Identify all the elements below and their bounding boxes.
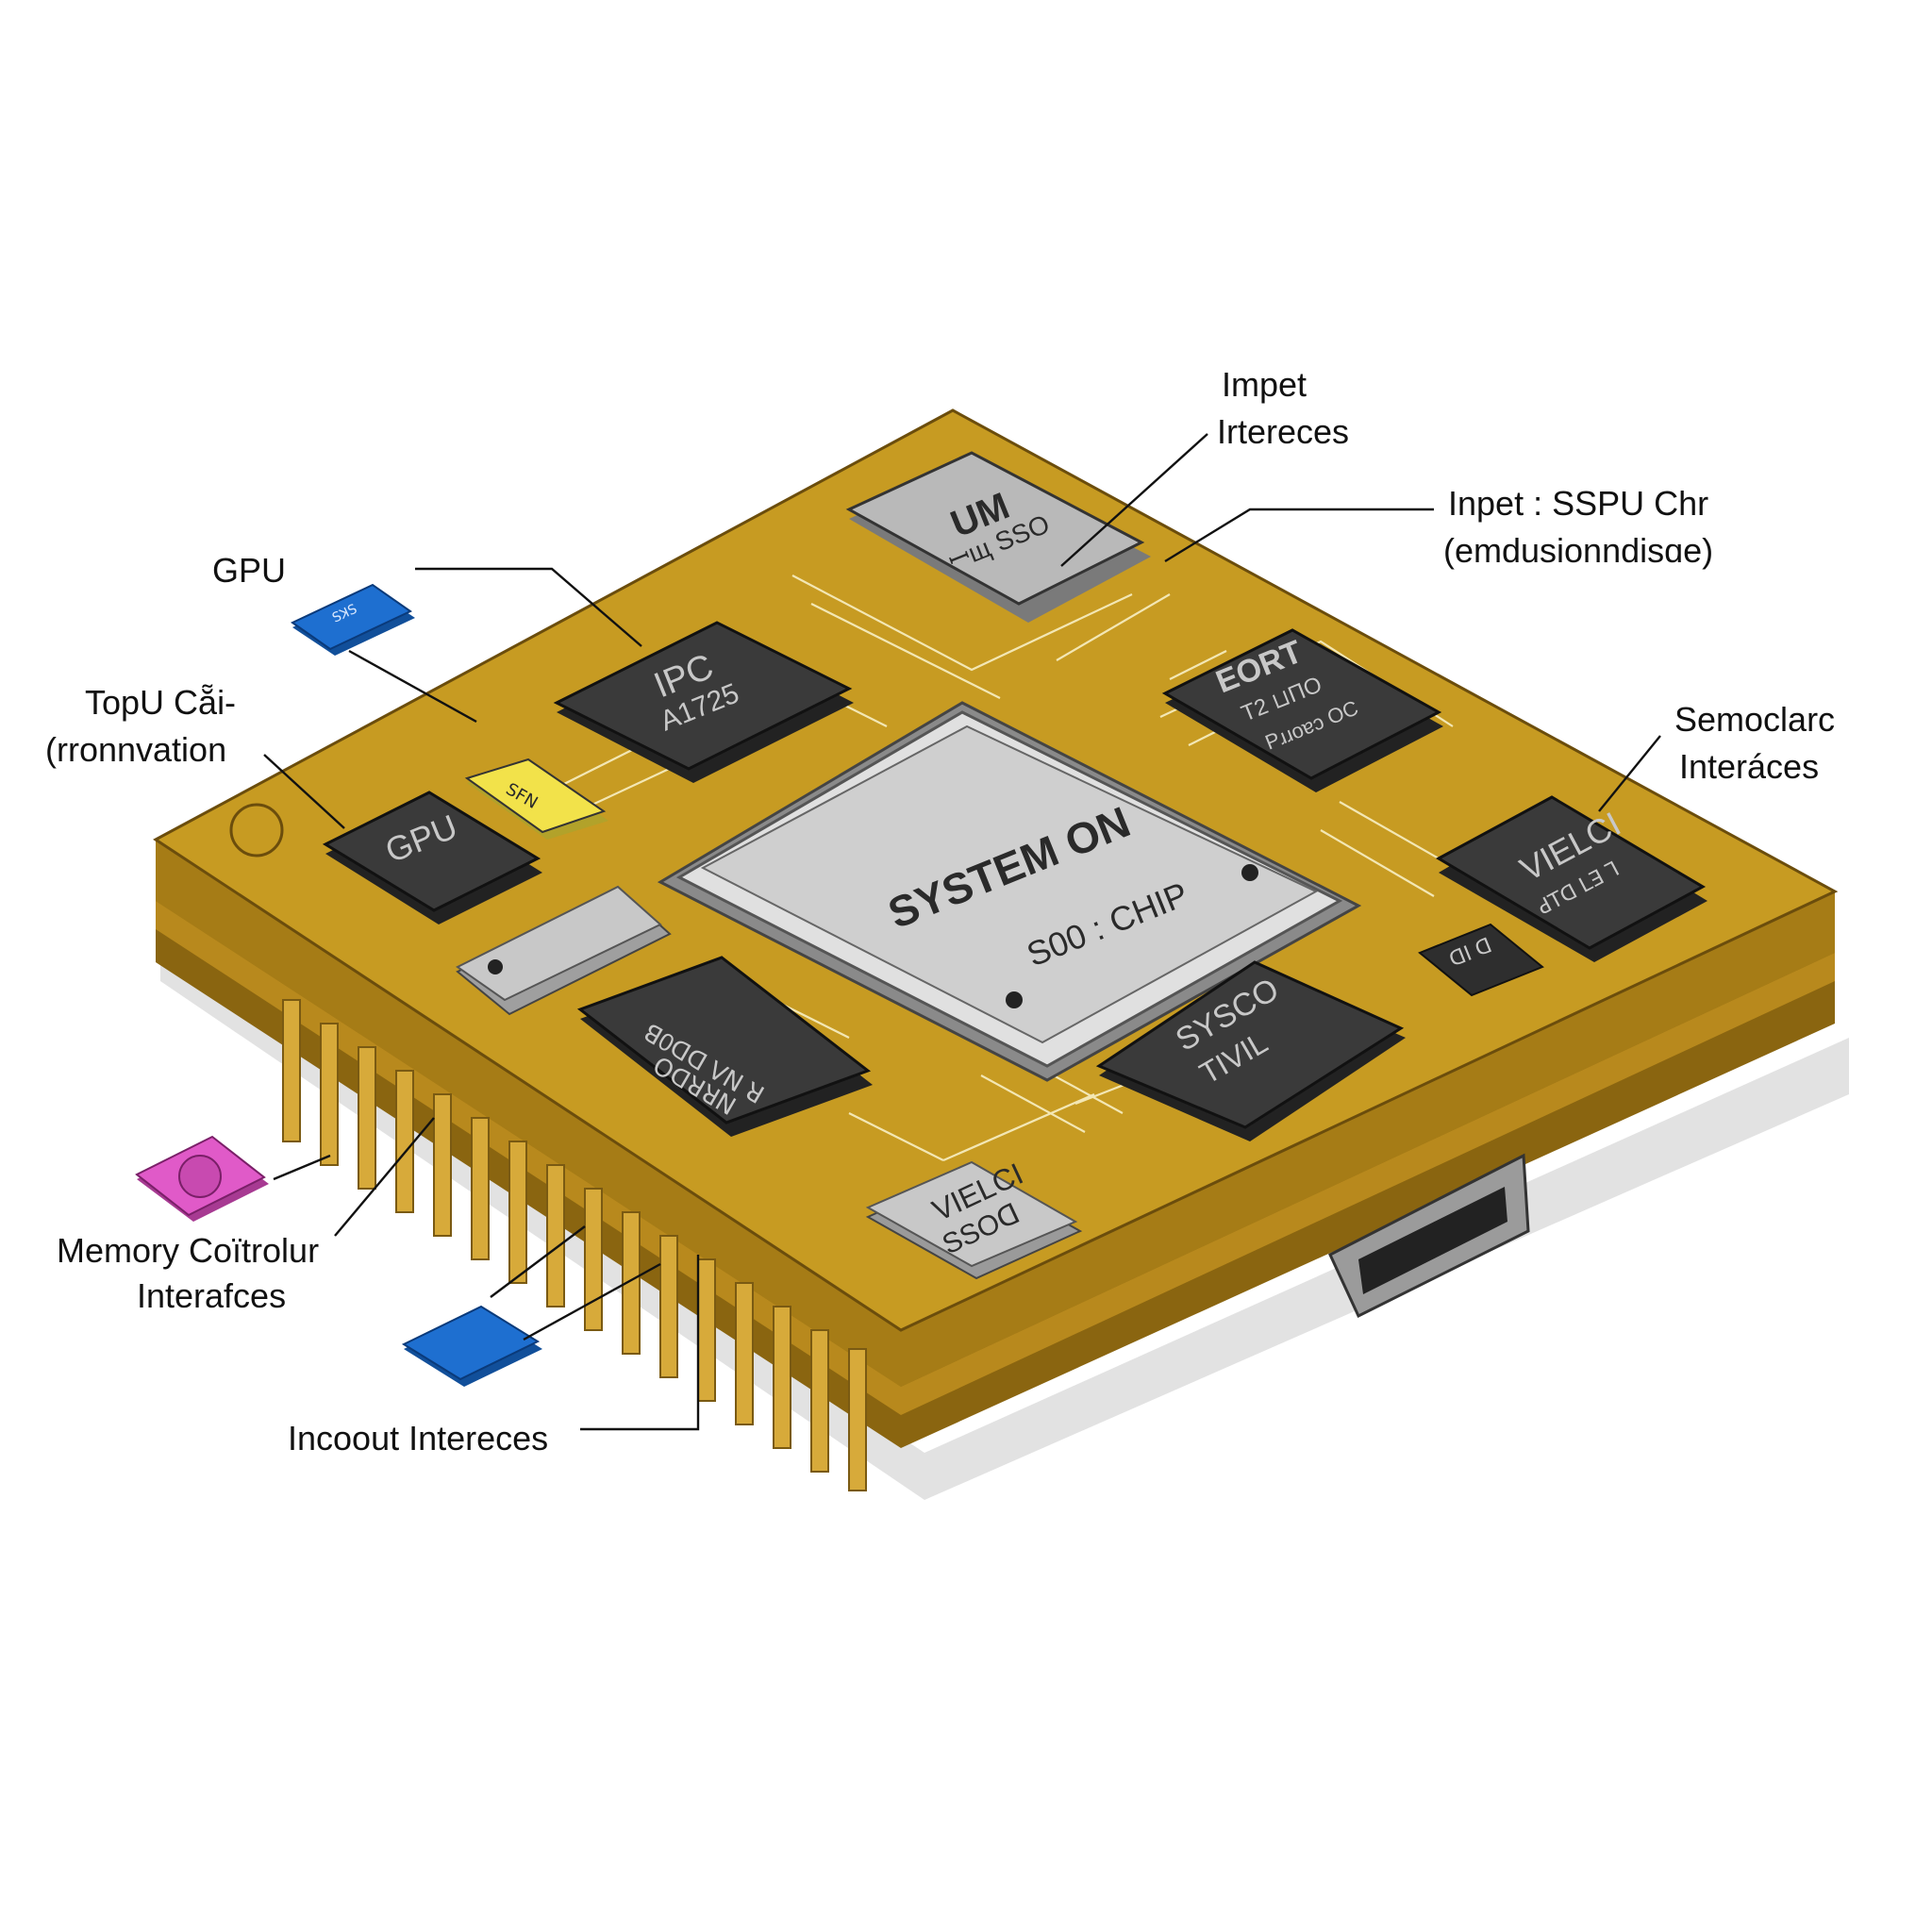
soc-chip: SYSTEM ON S00 : CHIP — [657, 701, 1362, 1082]
callout-impet-line1: Impet — [1222, 365, 1307, 404]
callout-gpu: GPU — [212, 551, 286, 590]
callout-semoclarc-line1: Semoclarc — [1674, 700, 1835, 739]
pin-row — [282, 999, 867, 1491]
gpu-chip: GPU — [322, 791, 542, 924]
callout-sspu-line1: Inpet : SSPU Chr — [1448, 484, 1708, 523]
vielci-chip-small: VIELCI SSOꓷ — [865, 1157, 1083, 1280]
callout-memory-line1: Memory Coïtrolur — [57, 1231, 319, 1270]
blue-component-top: ꓢꓘꓢ — [291, 583, 415, 656]
pink-component — [135, 1135, 269, 1222]
silver-module — [456, 885, 672, 1016]
sysco-chip: SYSCO TIVIL — [1095, 960, 1406, 1141]
callout-labels: GPU TopU Cẵi- (rronnvation Impet Irterec… — [45, 365, 1835, 1457]
callout-impet-line2: Irtereces — [1217, 412, 1349, 451]
callout-topu-line1: TopU Cẵi- — [85, 683, 236, 722]
mounting-hole — [229, 803, 284, 858]
callout-sspu-line2: (emdusionndisɑe) — [1443, 531, 1713, 570]
callout-incoout: Incoout Intereces — [288, 1419, 548, 1457]
blue-component-bottom — [401, 1305, 542, 1387]
pcb-board-edge — [156, 840, 1835, 1448]
nmmo-chip: ꓭ0ꓷꓷ ꓦꓠ ꓤ ꓳꓷꓤꓤꓠ — [576, 956, 873, 1137]
port-connector — [1328, 1153, 1530, 1319]
leader-lines — [263, 433, 1661, 1431]
um-chip: UM ꟷщ SSO — [845, 451, 1151, 623]
eort-chip: EORT T2 ⊔ΠO Pɹɹoɐɔ OC — [1161, 628, 1443, 792]
vielci-chip-right: VIELCI ꓒꓔꓷ ꓡꓱ ꓶ — [1435, 795, 1707, 962]
ipc-chip: IPC A1725 — [553, 621, 854, 783]
callout-semoclarc-line2: Interáces — [1679, 747, 1819, 786]
mini-chip-right: ꓷꓲ ꓷ — [1418, 923, 1544, 997]
callout-topu-line2: (rronnvation — [45, 730, 226, 769]
callout-memory-line2: Interafces — [137, 1276, 286, 1315]
yellow-component: ꓢꓝꓠ — [464, 758, 608, 840]
